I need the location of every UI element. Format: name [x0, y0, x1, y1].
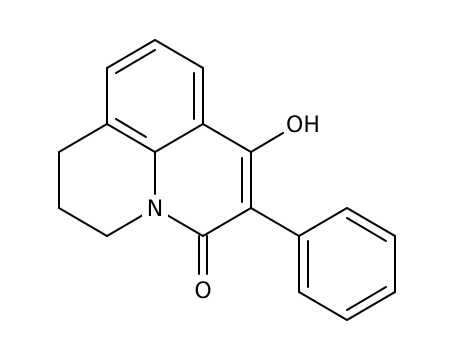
- carbonyl-group: [198, 235, 208, 275]
- bond: [58, 207, 108, 237]
- double-bond-inner: [115, 49, 156, 74]
- hydroxyl-bond: [250, 132, 284, 153]
- bond: [202, 123, 252, 153]
- bond: [154, 39, 204, 69]
- saturated-ring: [58, 123, 156, 237]
- bond: [298, 207, 348, 237]
- double-bond-inner: [346, 286, 387, 311]
- phenyl-ring: [250, 207, 396, 321]
- double-bond-inner: [115, 118, 147, 138]
- pyridinone-ring: [166, 123, 252, 237]
- bond: [346, 291, 396, 321]
- nitrogen-label-bg: [142, 195, 168, 221]
- bond: [202, 207, 252, 237]
- bond: [154, 123, 204, 153]
- benzo-ring: [106, 39, 204, 153]
- bond: [166, 214, 204, 237]
- bond: [106, 123, 156, 153]
- carbonyl-oxygen-label: O: [194, 279, 211, 304]
- bond: [346, 207, 396, 237]
- bond: [58, 123, 108, 153]
- bond: [106, 39, 156, 69]
- bond: [106, 214, 144, 237]
- hydroxyl-label: OH: [286, 113, 320, 138]
- bond: [250, 207, 300, 237]
- bond: [298, 291, 348, 321]
- nitrogen-label: N: [147, 197, 163, 222]
- atom-labels: N O OH: [142, 113, 320, 304]
- double-bond-inner: [346, 217, 387, 242]
